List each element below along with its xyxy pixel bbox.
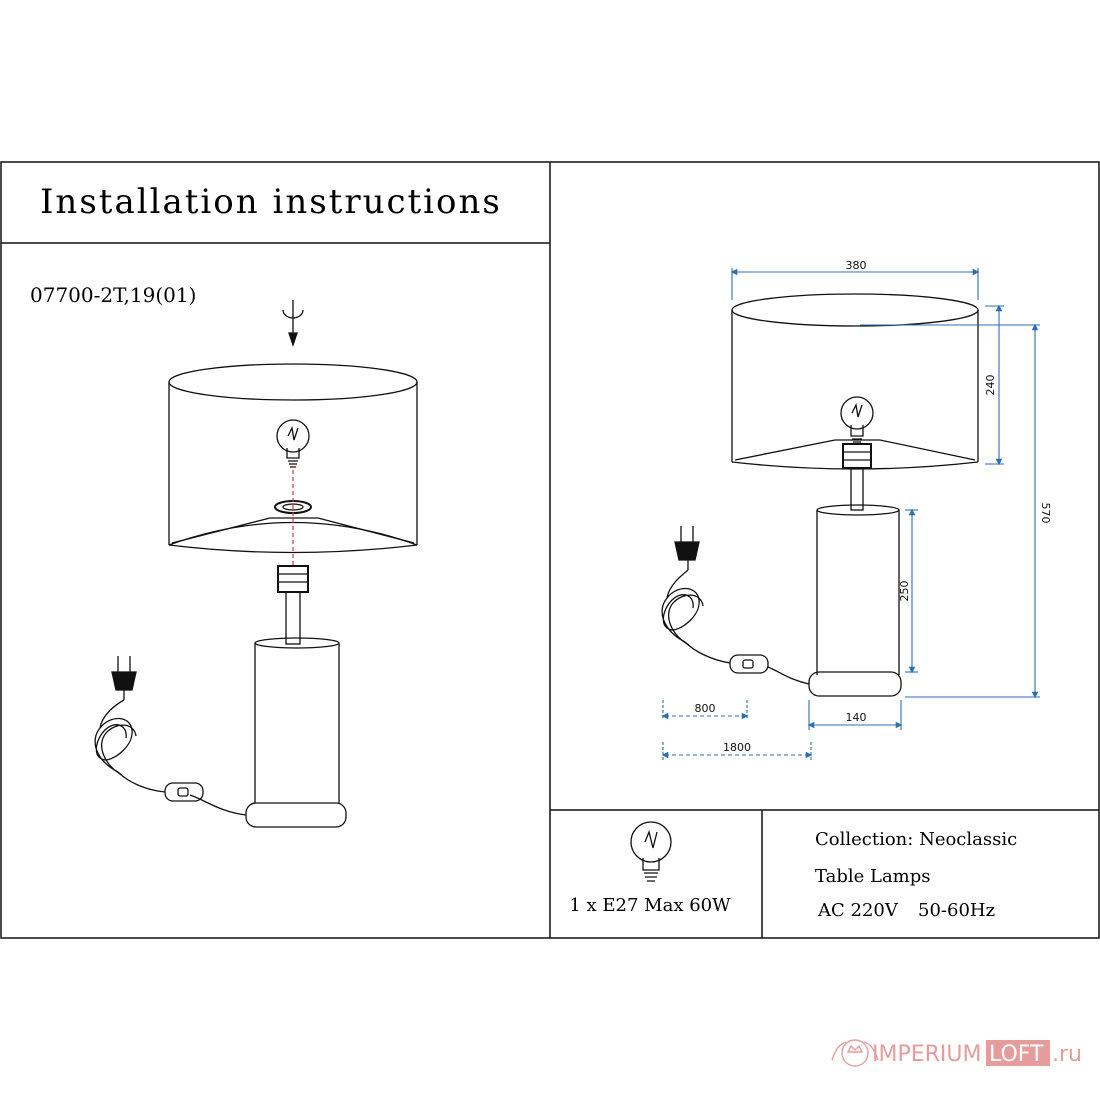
light-bulb-icon <box>276 419 310 468</box>
power-cord <box>94 690 247 816</box>
lamp-socket <box>842 443 872 511</box>
voltage: AC 220V <box>817 900 899 921</box>
dim-shade-height: 240 <box>984 375 997 396</box>
watermark-loft-box <box>986 1040 1050 1066</box>
bulb-spec: 1 x E27 Max 60W <box>569 895 731 916</box>
power-cord <box>661 560 810 685</box>
dimension-drawing <box>661 293 979 697</box>
product-category: Table Lamps <box>815 866 931 887</box>
plug-icon <box>674 526 700 561</box>
rotate-clockwise-icon <box>282 300 304 348</box>
dim-base-height: 250 <box>898 581 911 602</box>
dim-base-diameter: 140 <box>846 711 867 724</box>
watermark-loft: LOFT <box>989 1042 1044 1067</box>
dim-cord-total: 1800 <box>723 741 751 754</box>
watermark-imperium: IMPERIUM <box>872 1042 982 1067</box>
assembly-drawing <box>94 300 418 828</box>
dim-total-height: 570 <box>1039 503 1052 524</box>
watermark: IMPERIUM LOFT .ru <box>831 1039 1082 1067</box>
dimension-lines <box>661 268 1040 760</box>
collection-name: Collection: Neoclassic <box>815 829 1017 850</box>
dim-shade-diameter: 380 <box>846 259 867 272</box>
plug-icon <box>111 656 137 691</box>
frame <box>0 161 1100 939</box>
page-title: Installation instructions <box>40 182 502 222</box>
model-code: 07700-2T,19(01) <box>30 283 196 307</box>
lamp-base <box>245 637 347 828</box>
dim-cord-to-switch: 800 <box>695 702 716 715</box>
lamp-socket <box>277 565 309 645</box>
light-bulb-icon <box>840 396 874 443</box>
bulb-spec-icon <box>630 821 672 882</box>
crown-logo-icon <box>831 1039 879 1067</box>
frequency: 50-60Hz <box>918 900 995 921</box>
lamp-shade <box>731 293 979 470</box>
watermark-domain: .ru <box>1052 1042 1082 1067</box>
lamp-base <box>808 504 902 697</box>
